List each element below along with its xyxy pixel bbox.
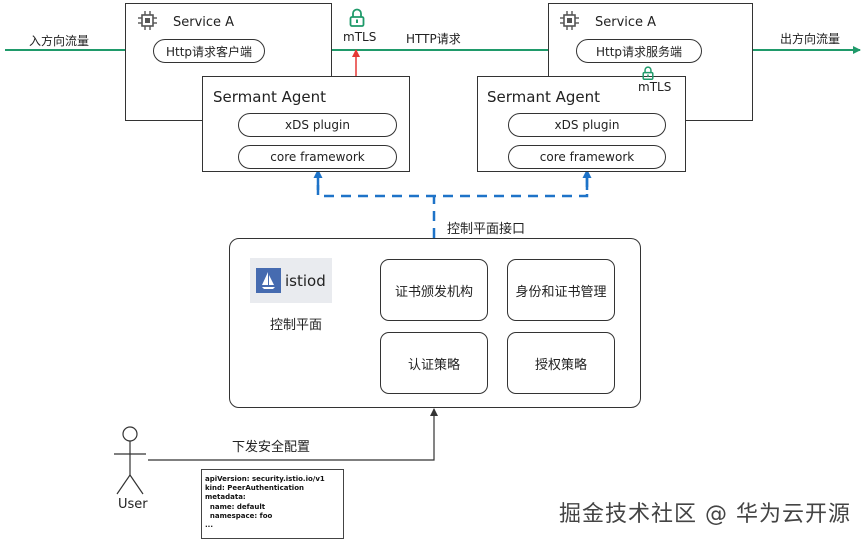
authz-policy-cell: 授权策略: [507, 332, 615, 394]
right-core-framework: core framework: [508, 145, 666, 169]
chip-icon: [560, 11, 579, 30]
right-agent-title: Sermant Agent: [487, 88, 601, 106]
left-agent-title: Sermant Agent: [213, 88, 327, 106]
http-server-node: Http请求服务端: [576, 39, 702, 63]
control-bus-line: [316, 168, 589, 198]
right-xds-plugin: xDS plugin: [508, 113, 666, 137]
yaml-line: namespace: foo: [205, 511, 273, 520]
right-mtls-label: mTLS: [638, 80, 672, 94]
control-interface-label: 控制平面接口: [447, 222, 526, 237]
yaml-line: ...: [205, 521, 213, 530]
yaml-line: metadata:: [205, 493, 246, 502]
chip-icon: [138, 11, 157, 30]
user-label: User: [118, 497, 148, 512]
right-service-title: Service A: [595, 15, 657, 30]
ingress-label: 入方向流量: [29, 34, 90, 48]
policy-yaml-box: apiVersion: security.istio.io/v1 kind: P…: [201, 469, 344, 539]
left-mtls-label: mTLS: [343, 30, 377, 44]
authn-policy-cell: 认证策略: [380, 332, 488, 394]
ca-cell: 证书颁发机构: [380, 259, 488, 321]
yaml-line: kind: PeerAuthentication: [205, 484, 304, 493]
lock-icon: [349, 8, 365, 31]
istiod-logo-text: istiod: [285, 271, 326, 290]
left-service-title: Service A: [173, 15, 235, 30]
control-plane-caption: 控制平面: [270, 318, 323, 333]
lock-icon: [642, 65, 654, 84]
http-client-node: Http请求客户端: [153, 39, 265, 63]
user-action-label: 下发安全配置: [232, 440, 311, 455]
yaml-line: apiVersion: security.istio.io/v1: [205, 475, 325, 483]
identity-cert-cell: 身份和证书管理: [507, 259, 615, 321]
watermark: 掘金技术社区 @ 华为云开源: [559, 502, 851, 527]
left-xds-plugin: xDS plugin: [238, 113, 397, 137]
left-core-framework: core framework: [238, 145, 397, 169]
egress-label: 出方向流量: [780, 32, 841, 46]
yaml-line: name: default: [205, 502, 266, 511]
http-request-label: HTTP请求: [406, 32, 461, 46]
istiod-logo: istiod: [250, 258, 332, 303]
user-config-arrow: [148, 408, 438, 461]
user-figure: [114, 426, 146, 495]
istio-sail-icon: [256, 268, 281, 293]
